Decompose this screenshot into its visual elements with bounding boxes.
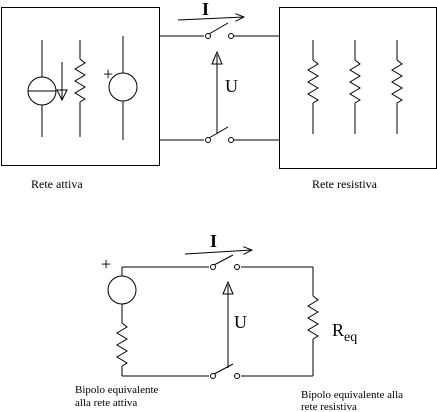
bipolo-attivo-line1: Bipolo equivalente <box>75 384 159 396</box>
req-label: Req <box>332 320 357 345</box>
resistor-r2 <box>349 40 361 134</box>
plus-sign-top: + <box>103 64 113 84</box>
rete-attiva-box <box>1 7 160 166</box>
resistor-r3 <box>391 40 403 134</box>
voltage-arrow-top <box>211 50 223 134</box>
current-source <box>27 40 57 137</box>
voltage-label-top: U <box>225 76 238 96</box>
bipolo-resistivo-line2: rete resistiva <box>301 401 357 412</box>
current-arrow-bottom <box>184 250 252 254</box>
eq-switch-top <box>210 254 240 270</box>
bipolo-attivo-line2: alla rete attiva <box>75 397 137 409</box>
rete-resistiva-label: Rete resistiva <box>312 177 378 191</box>
switch-bottom <box>205 126 234 143</box>
bipolo-resistivo-line1: Bipolo equivalente alla <box>301 389 403 401</box>
current-source-direction-arrow <box>56 62 68 102</box>
rete-resistiva-box <box>279 7 437 169</box>
current-label-top: I <box>202 0 209 19</box>
current-arrow-top <box>177 17 244 20</box>
eq-switch-bottom <box>210 363 240 379</box>
resistor-r1 <box>307 40 319 134</box>
equivalent-internal-resistor <box>116 322 128 376</box>
switch-top <box>205 22 234 39</box>
plus-sign-bottom: + <box>101 254 111 274</box>
req-resistor <box>307 267 319 376</box>
current-label-bottom: I <box>210 231 217 251</box>
voltage-label-bottom: U <box>234 312 247 332</box>
internal-resistor <box>74 40 86 137</box>
voltage-source <box>108 36 138 140</box>
rete-attiva-label: Rete attiva <box>31 177 83 191</box>
voltage-arrow-bottom <box>222 280 234 368</box>
equivalent-voltage-source <box>107 267 137 323</box>
